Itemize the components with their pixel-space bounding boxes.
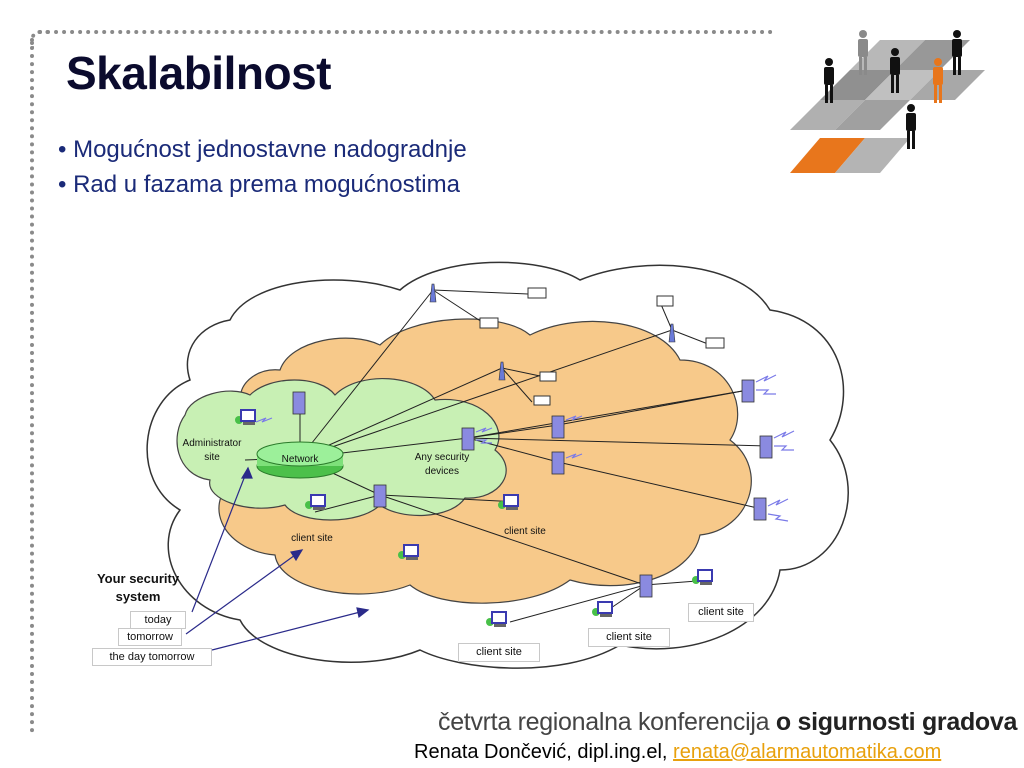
computer-icon [692,569,713,585]
server-icon [461,427,475,451]
phase-today: today [130,611,186,629]
bullet-list: Mogućnost jednostavne nadogradnje Rad u … [58,132,467,202]
wireless-signal-icons [255,374,795,522]
server-icon [741,379,755,403]
computer-icons [235,409,713,627]
client-site-label-box: client site [588,628,670,647]
client-site-label: client site [504,526,546,537]
conference-name: četvrta regionalna konferencija o sigurn… [438,708,1017,737]
client-site-label-box: client site [458,643,540,662]
server-icon [373,484,387,508]
logo-tiles [790,40,985,173]
slide-title: Skalabilnost [66,47,331,99]
network-hub: Network [256,441,344,479]
server-icon [551,451,565,475]
phase-arrows [185,466,370,651]
computer-icon [592,601,613,617]
network-diagram: Network [146,261,849,669]
camera-icon [539,371,557,382]
phase-the-day-tomorrow: the day tomorrow [92,648,212,666]
camera-icon [479,317,499,329]
camera-icon [527,287,547,299]
camera-icon [656,295,674,307]
antenna-icon [429,283,437,303]
antenna-icon [498,361,506,381]
camera-icon [533,395,551,406]
client-site-label: client site [291,533,333,544]
devices-label: devices [425,466,459,477]
frame-top-border [38,30,773,34]
computer-icon [486,611,507,627]
conference-name-bold: o sigurnosti gradova [775,708,1018,736]
server-icon [639,574,653,598]
author-line: Renata Dončević, dipl.ing.el, renata@ala… [414,741,941,764]
any-security-label: Any security [415,452,469,463]
computer-icon [235,409,256,425]
server-icon [753,497,767,521]
computer-icon [305,494,326,510]
author-name: Renata Dončević, dipl.ing.el, [414,741,668,763]
administrator-label: Administrator [183,438,243,449]
server-icon [759,435,773,459]
phase-tomorrow: tomorrow [118,628,182,646]
camera-icons [479,287,725,406]
conference-name-regular: četvrta regionalna konferencija [438,708,770,736]
network-label: Network [282,454,320,465]
server-icons [292,379,773,598]
author-email-link[interactable]: renata@alarmautomatika.com [673,741,942,763]
green-cloud [176,378,507,521]
bullet-item: Mogućnost jednostavne nadogradnje [58,132,467,167]
client-site-label-box: client site [688,603,754,622]
server-icon [551,415,565,439]
conference-logo [790,30,985,173]
logo-people [824,30,962,149]
site-label: site [204,452,220,463]
antenna-icons [429,283,676,381]
frame-left-border [30,38,34,733]
bullet-item: Rad u fazama prema mogućnostima [58,167,467,202]
your-security-system-label: Your security system [96,571,180,604]
camera-icon [705,337,725,349]
computer-icon [498,494,519,510]
server-icon [292,391,306,415]
computer-icon [398,544,419,560]
antenna-icon [668,323,676,343]
